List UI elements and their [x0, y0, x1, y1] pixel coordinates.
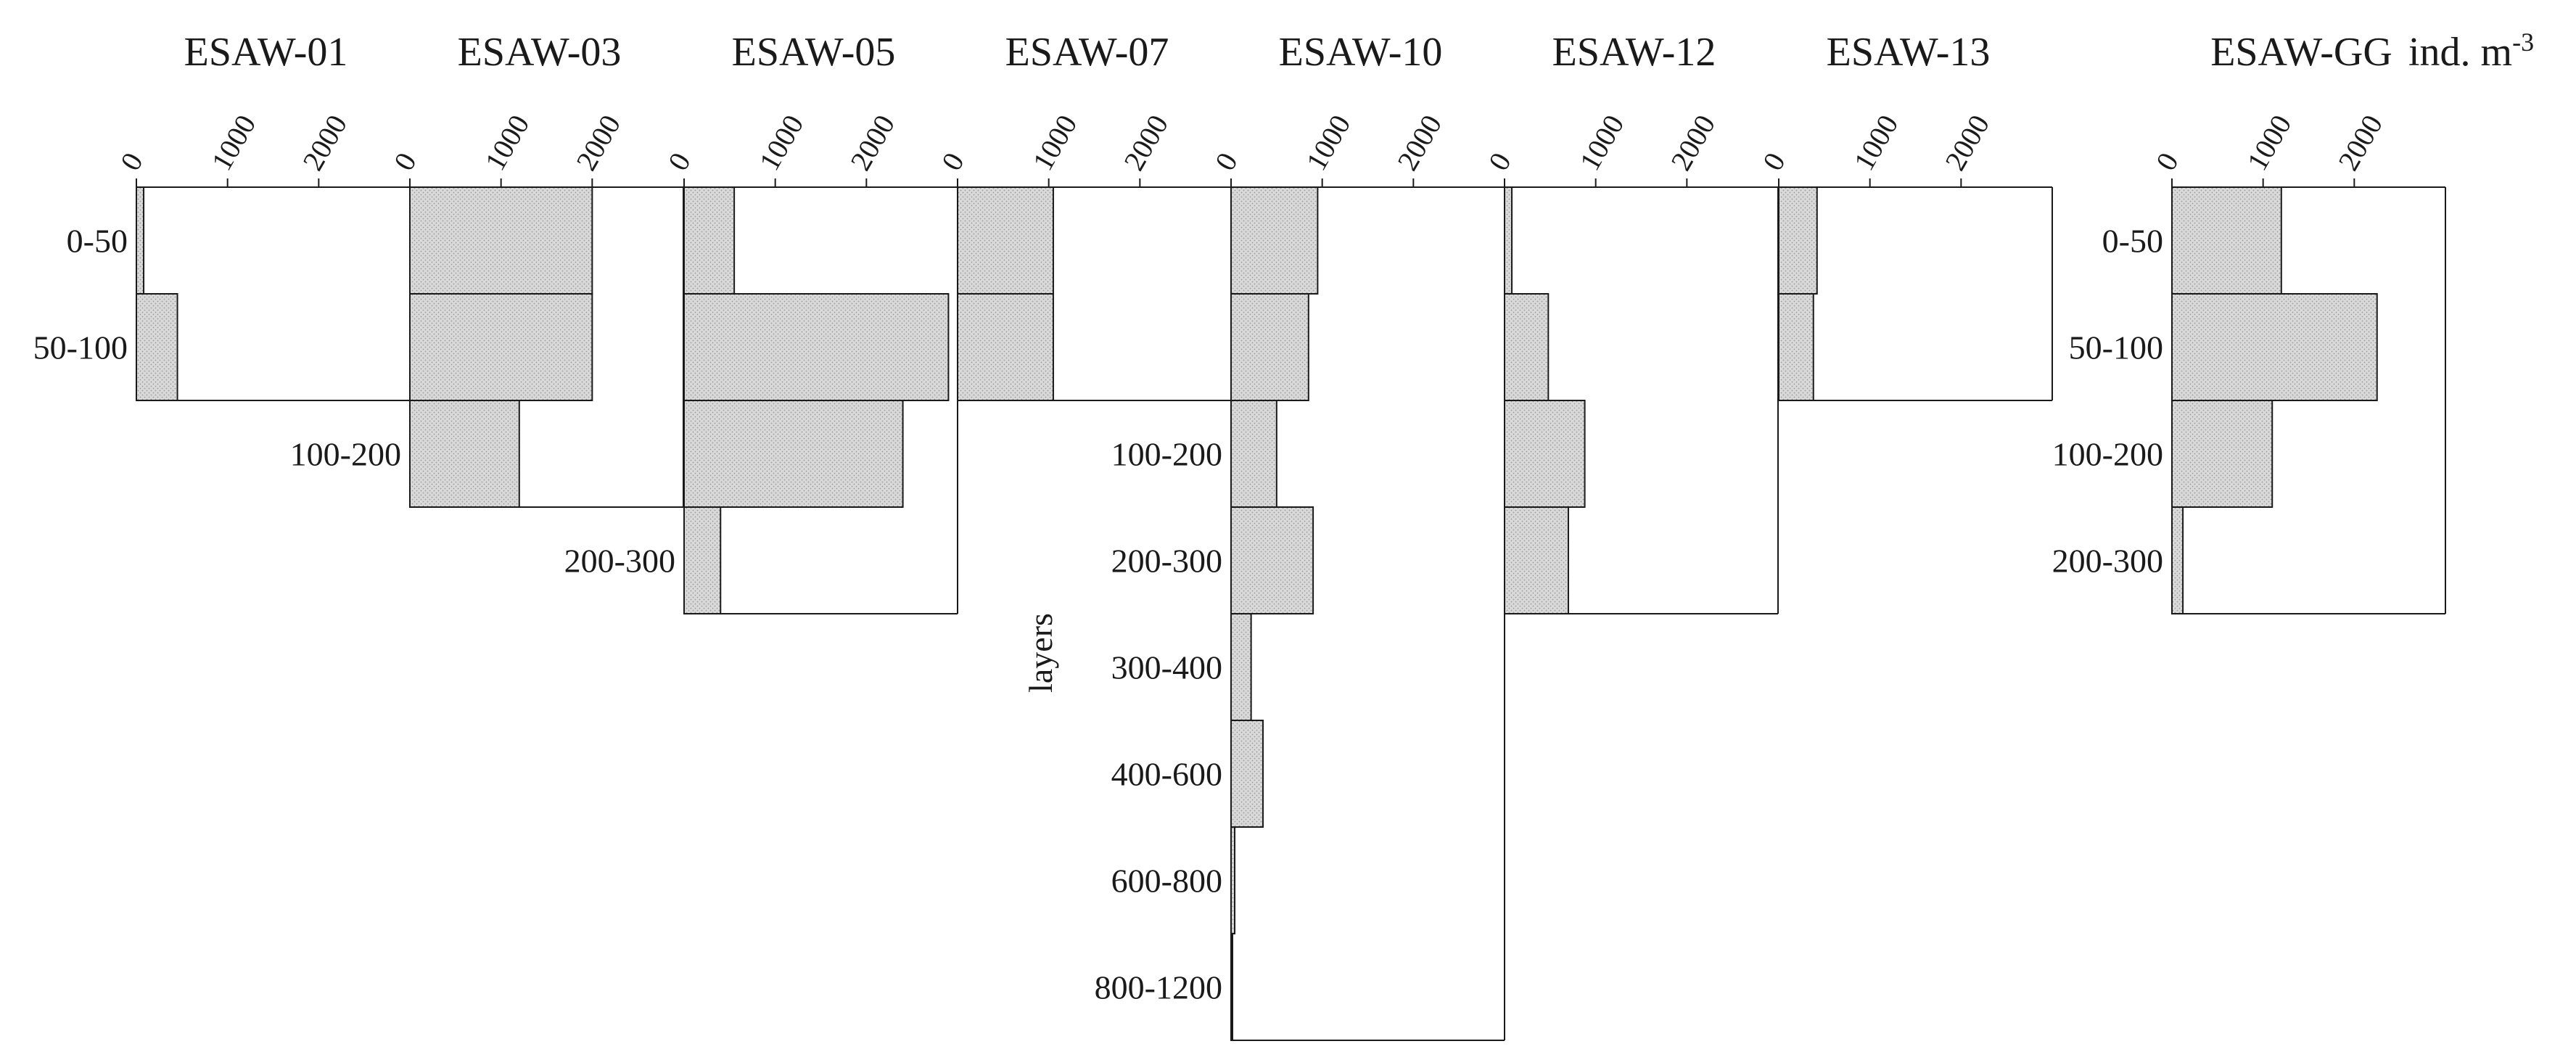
x-tick-label: 0	[1209, 147, 1244, 176]
bar-0-50	[683, 186, 736, 295]
station-title: ESAW-GG	[2210, 30, 2392, 75]
x-tick-label: 1000	[478, 110, 535, 176]
x-tick-label: 0	[2149, 147, 2185, 176]
x-tick-label: 2000	[296, 110, 353, 176]
x-tick-label: 1000	[1026, 110, 1083, 176]
layer-label: 600-800	[1111, 863, 1222, 900]
bar-50-100	[1230, 293, 1309, 401]
x-tick-label: 0	[662, 147, 697, 176]
bar-0-50	[2171, 186, 2282, 295]
bar-200-300	[683, 506, 722, 614]
x-tick-label: 1000	[1299, 110, 1357, 176]
layer-label: 50-100	[33, 329, 128, 366]
station-title: ESAW-01	[184, 30, 348, 75]
y-axis-label: layers	[1022, 613, 1059, 693]
station-panel-esaw-10: ESAW-10 0 1000 2000 100-200 200-300 300-400 400…	[1095, 30, 1505, 1041]
layer-label: 200-300	[564, 543, 675, 580]
station-panel-esaw-05: ESAW-05 0 1000 2000 200-300	[564, 30, 958, 614]
x-tick-label: 2000	[844, 110, 901, 176]
station-panel-esaw-07: ESAW-07 0 1000 2000	[935, 30, 1232, 401]
bar-100-200	[2171, 400, 2273, 508]
layer-label: 200-300	[2052, 543, 2163, 580]
bar-300-400	[1230, 613, 1252, 721]
station-panel-esaw-gg: ESAW-GG 0 1000 2000 0-50 50-100 100-200 200-300	[2052, 30, 2446, 614]
layer-label: 0-50	[67, 223, 128, 260]
x-tick-label: 2000	[569, 110, 627, 176]
x-tick-label: 2000	[2332, 110, 2389, 176]
bar-0-50	[1504, 186, 1513, 295]
x-tick-label: 2000	[1664, 110, 1721, 176]
x-tick-label: 2000	[1117, 110, 1174, 176]
bar-0-50	[1230, 186, 1319, 295]
bar-0-50	[1778, 186, 1818, 295]
bar-50-100	[409, 293, 593, 401]
station-panel-esaw-03: ESAW-03 0 1000 2000 100-200	[290, 30, 684, 508]
bar-100-200	[683, 400, 904, 508]
bar-400-600	[1230, 720, 1264, 828]
bar-0-50	[136, 186, 145, 295]
bar-600-800	[1230, 826, 1236, 934]
station-panels: ESAW-01 0 1000 2000 0-50 50-100 ESAW-03 0 1000 20…	[33, 30, 2446, 1041]
layer-label: 100-200	[1111, 436, 1222, 473]
layer-label: 300-400	[1111, 649, 1222, 686]
x-tick-label: 0	[935, 147, 971, 176]
station-panel-esaw-01: ESAW-01 0 1000 2000 0-50 50-100	[33, 30, 411, 401]
x-tick-label: 1000	[1573, 110, 1630, 176]
station-title: ESAW-05	[732, 30, 896, 75]
station-panel-esaw-13: ESAW-13 0 1000 2000	[1756, 30, 2053, 401]
layer-label: 400-600	[1111, 756, 1222, 793]
bar-50-100	[1504, 293, 1550, 401]
layer-label: 50-100	[2069, 329, 2163, 366]
x-tick-label: 1000	[2240, 110, 2297, 176]
unit-label: ind. m-3	[2408, 28, 2534, 75]
bar-200-300	[1504, 506, 1569, 614]
x-tick-label: 1000	[752, 110, 810, 176]
station-title: ESAW-13	[1827, 30, 1991, 75]
station-title: ESAW-03	[458, 30, 622, 75]
layer-label: 100-200	[2052, 436, 2163, 473]
bar-100-200	[1504, 400, 1586, 508]
x-tick-label: 1000	[1847, 110, 1904, 176]
x-tick-label: 2000	[1391, 110, 1448, 176]
bar-100-200	[409, 400, 520, 508]
x-tick-label: 0	[1482, 147, 1518, 176]
layer-label: 800-1200	[1095, 969, 1222, 1006]
bar-200-300	[1230, 506, 1314, 614]
layer-label: 100-200	[290, 436, 401, 473]
x-tick-label: 2000	[1938, 110, 1996, 176]
x-tick-label: 0	[114, 147, 149, 176]
x-tick-label: 1000	[205, 110, 262, 176]
x-tick-label: 0	[1756, 147, 1792, 176]
x-tick-label: 0	[387, 147, 423, 176]
station-title: ESAW-07	[1005, 30, 1169, 75]
station-title: ESAW-12	[1552, 30, 1716, 75]
bar-100-200	[1230, 400, 1277, 508]
bar-50-100	[2171, 293, 2378, 401]
bar-800-1200	[1230, 933, 1233, 1041]
layer-label: 200-300	[1111, 543, 1222, 580]
station-title: ESAW-10	[1279, 30, 1443, 75]
bar-50-100	[136, 293, 178, 401]
bar-50-100	[1778, 293, 1814, 401]
station-panel-esaw-12: ESAW-12 0 1000 2000	[1482, 30, 1779, 614]
layer-label: 0-50	[2102, 223, 2163, 260]
bar-0-50	[957, 186, 1054, 295]
bar-200-300	[2171, 506, 2184, 614]
bar-0-50	[409, 186, 593, 295]
bar-50-100	[957, 293, 1054, 401]
bar-50-100	[683, 293, 950, 401]
